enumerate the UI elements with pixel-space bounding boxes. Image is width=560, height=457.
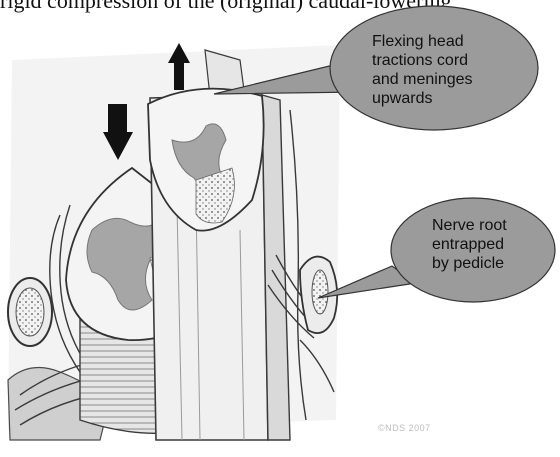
callout-text-flexing-head: Flexing head tractions cord and meninges… [372, 32, 473, 108]
callout-line: entrapped [432, 235, 507, 254]
callout-line: by pedicle [432, 254, 507, 273]
callout-line: Nerve root [432, 216, 507, 235]
callout-line: upwards [372, 89, 473, 108]
callout-line: tractions cord [372, 51, 473, 70]
left-vertebra-cross-section [8, 278, 52, 346]
callout-line: and meninges [372, 70, 473, 89]
callout-text-nerve-root: Nerve root entrapped by pedicle [432, 216, 507, 273]
callout-line: Flexing head [372, 32, 473, 51]
copyright-mark: ©NDS 2007 [378, 423, 431, 433]
